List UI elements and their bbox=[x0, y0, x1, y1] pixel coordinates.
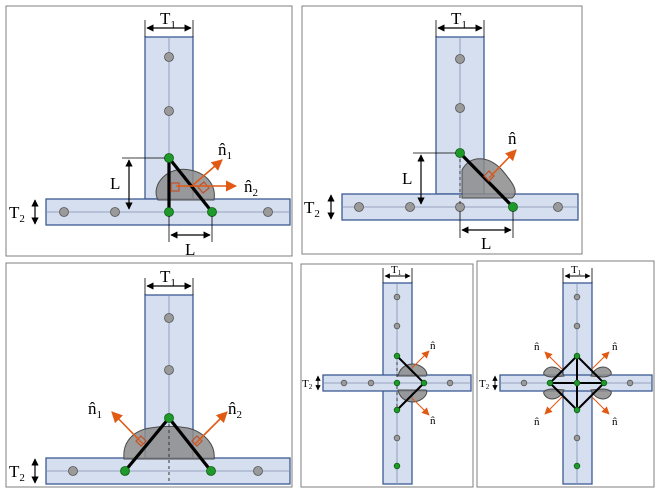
length-label-vertical: L bbox=[110, 174, 120, 193]
panel-4: T1 T2 n̂ n̂ bbox=[300, 263, 474, 488]
weld-bead bbox=[155, 168, 215, 201]
t2-label: T2 bbox=[9, 462, 25, 484]
panel-3: T1 T2 n̂1 n̂2 bbox=[5, 262, 293, 488]
normal-label-bottom-left: n̂ bbox=[534, 416, 540, 428]
normal-1-label: n̂1 bbox=[218, 140, 232, 162]
t1-label: T1 bbox=[160, 9, 176, 31]
weld-node bbox=[207, 207, 217, 217]
normal-2-label: n̂2 bbox=[228, 399, 242, 421]
t1-label: T1 bbox=[571, 264, 582, 277]
normal-arrow bbox=[488, 149, 517, 179]
normal-1-arrow bbox=[111, 411, 144, 445]
length-label-vertical: L bbox=[402, 169, 412, 188]
length-label-horizontal: L bbox=[185, 240, 195, 259]
weld-node bbox=[164, 153, 174, 163]
normal-label: n̂ bbox=[508, 129, 517, 148]
weld-node bbox=[164, 207, 174, 217]
normal-1-arrow bbox=[192, 159, 223, 186]
panel-5: T1 T2 n̂ n̂ n̂ n̂ bbox=[476, 260, 655, 488]
normal-label-bottom: n̂ bbox=[430, 415, 436, 427]
t2-label: T2 bbox=[9, 203, 25, 225]
length-label-horizontal: L bbox=[481, 234, 491, 253]
t2-label: T2 bbox=[479, 378, 490, 391]
normal-label-top-right: n̂ bbox=[612, 341, 618, 353]
t2-label: T2 bbox=[304, 198, 320, 220]
normal-1-label: n̂1 bbox=[88, 399, 102, 421]
normal-2-arrow bbox=[194, 411, 228, 445]
panel-1: T1 T2 L L n̂1 n̂2 bbox=[5, 5, 293, 259]
normal-label-top: n̂ bbox=[430, 340, 436, 352]
t1-label: T1 bbox=[160, 267, 176, 289]
normal-label-bottom-right: n̂ bbox=[612, 416, 618, 428]
panel-2: T1 T2 L L n̂ bbox=[301, 5, 583, 255]
t1-label: T1 bbox=[451, 9, 467, 31]
t2-label: T2 bbox=[302, 378, 313, 391]
normal-2-label: n̂2 bbox=[244, 177, 258, 199]
normal-label-top-left: n̂ bbox=[534, 341, 540, 353]
t1-label: T1 bbox=[391, 264, 402, 277]
